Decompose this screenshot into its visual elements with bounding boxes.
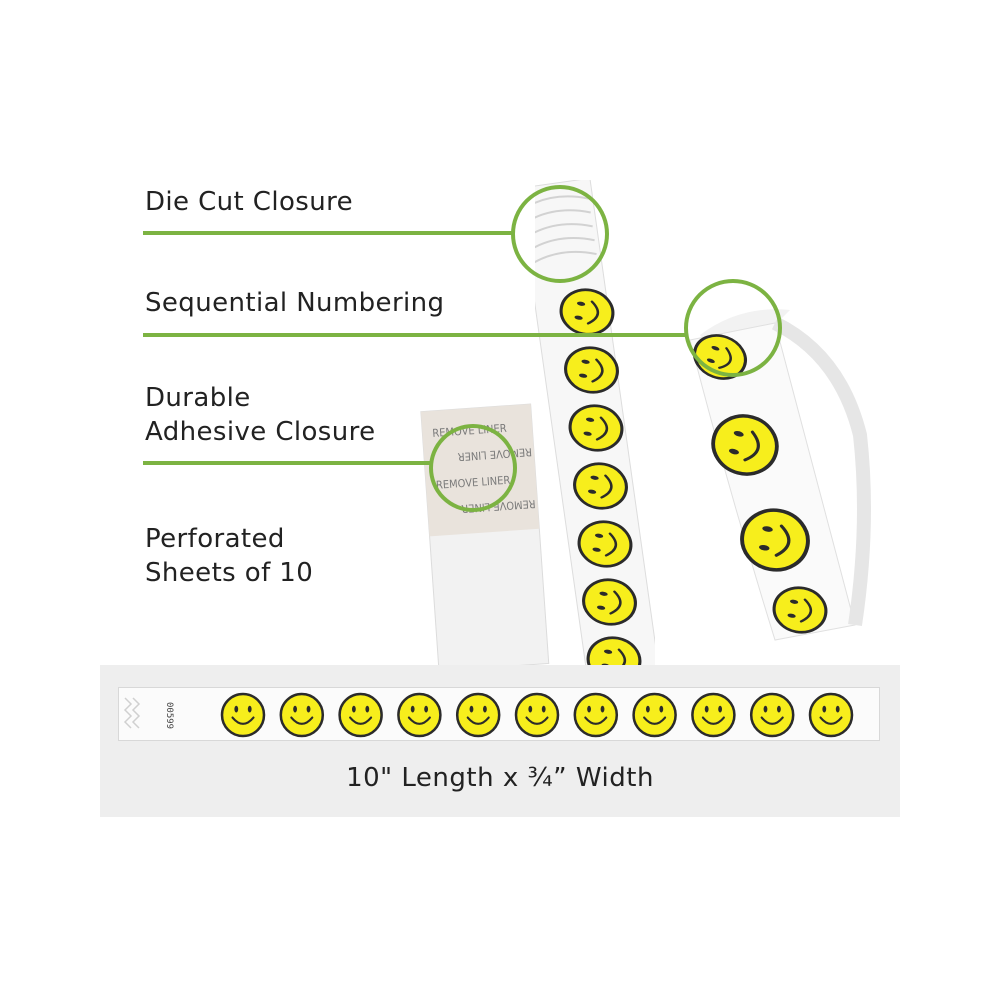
smiley-face-icon: [740, 508, 810, 572]
smiley-face-icon: [279, 692, 325, 738]
die-cut-closure-label: Die Cut Closure: [145, 185, 353, 219]
smiley-face-icon: [568, 404, 624, 452]
perforated-sheets-line1: Perforated: [145, 524, 285, 554]
sequential-numbering-label: Sequential Numbering: [145, 286, 444, 320]
smiley-face-icon: [772, 586, 828, 634]
sequential-highlight-circle: [684, 279, 782, 377]
dimensions-banner: 00599 10" Length x ¾” Width: [100, 665, 900, 817]
smiley-face-icon: [582, 578, 637, 626]
smiley-face-icon: [577, 520, 633, 568]
adhesive-closure-line2: Adhesive Closure: [145, 417, 376, 447]
smiley-face-icon: [691, 692, 736, 738]
smiley-face-icon: [632, 692, 677, 738]
sequential-leader-line: [143, 333, 688, 337]
die-cut-closure-text: Die Cut Closure: [145, 187, 354, 217]
smiley-face-icon: [455, 692, 501, 738]
smiley-face-icon: [749, 692, 795, 738]
smiley-face-icon: [573, 462, 628, 510]
sequential-numbering-text: Sequential Numbering: [145, 288, 445, 318]
adhesive-leader-line: [143, 461, 433, 465]
smiley-face-icon: [397, 692, 442, 738]
die-cut-highlight-circle: [511, 185, 609, 283]
smiley-face-icon: [573, 692, 619, 738]
serial-number: 00599: [164, 702, 174, 730]
adhesive-closure-line1: Durable: [145, 383, 251, 413]
smiley-face-icon: [808, 692, 854, 738]
dimensions-text: 10" Length x ¾” Width: [346, 763, 654, 793]
smiley-face-icon: [338, 692, 383, 738]
adhesive-closure-label: Durable Adhesive Closure: [145, 381, 376, 449]
smiley-face-icon: [711, 414, 779, 476]
smiley-face-icon: [220, 692, 266, 738]
adhesive-highlight-circle: [429, 424, 517, 512]
flat-wristband: 00599: [118, 687, 880, 741]
die-cut-leader-line: [143, 231, 515, 235]
perforated-sheets-label: Perforated Sheets of 10: [145, 522, 313, 590]
smiley-face-icon: [564, 346, 619, 394]
flat-wristband-art: [123, 692, 854, 738]
smiley-face-icon: [514, 692, 560, 738]
perforated-sheets-line2: Sheets of 10: [145, 558, 314, 588]
